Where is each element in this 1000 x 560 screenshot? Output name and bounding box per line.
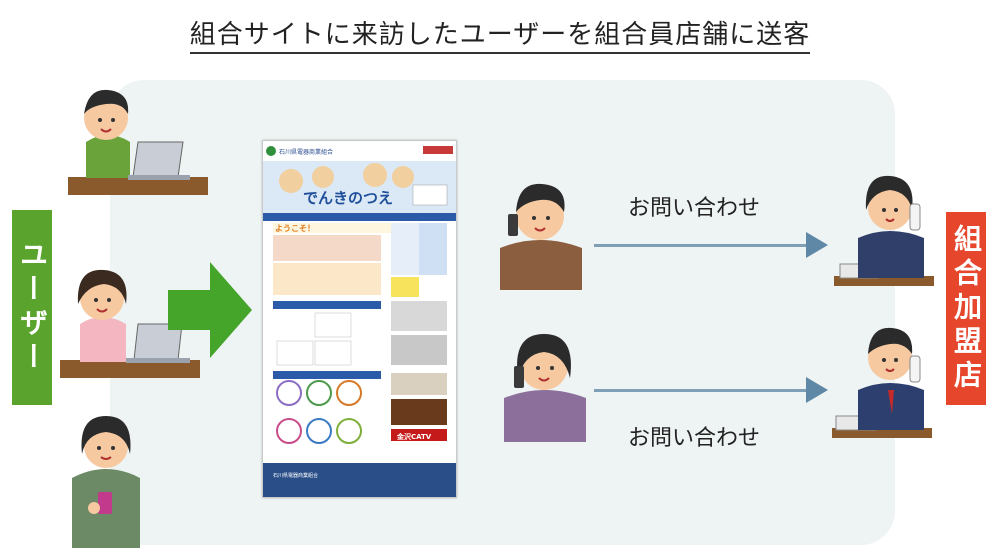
inquiry-label-top: お問い合わせ [628, 196, 761, 221]
user-man-phone-illustration [500, 183, 582, 290]
site-catv-banner: 金沢CATV [396, 432, 432, 441]
user-woman-smartphone-illustration [72, 416, 140, 548]
store-staff-woman-phone-illustration [834, 175, 934, 286]
user-woman-laptop-illustration [60, 269, 200, 378]
site-header-text: 石川県電器商業組合 [279, 148, 333, 156]
inquiry-arrow-top-line [594, 244, 806, 247]
member-store-banner: 組合加盟店 [946, 212, 986, 405]
site-hero-title: でんきのつえ [303, 189, 393, 207]
site-welcome: ようこそ！ [275, 224, 315, 233]
user-banner: ユーザー [12, 210, 52, 405]
association-website-screenshot: 石川県電器商業組合 でんきのつえ ようこそ！ 金沢CATV [262, 140, 457, 498]
site-footer: 石川県電器商業組合 [273, 472, 318, 479]
inquiry-label-bottom: お問い合わせ [628, 426, 761, 451]
inquiry-arrow-top-head-icon [806, 232, 828, 258]
inquiry-arrow-bottom-head-icon [806, 377, 828, 403]
store-staff-man-phone-illustration [832, 327, 932, 438]
diagram-title: 組合サイトに来訪したユーザーを組合員店舗に送客 [0, 14, 1000, 54]
green-arrow-icon [168, 262, 252, 358]
user-woman-phone-illustration [504, 334, 586, 442]
inquiry-arrow-bottom-line [594, 389, 806, 392]
user-man-laptop-illustration [68, 89, 208, 195]
